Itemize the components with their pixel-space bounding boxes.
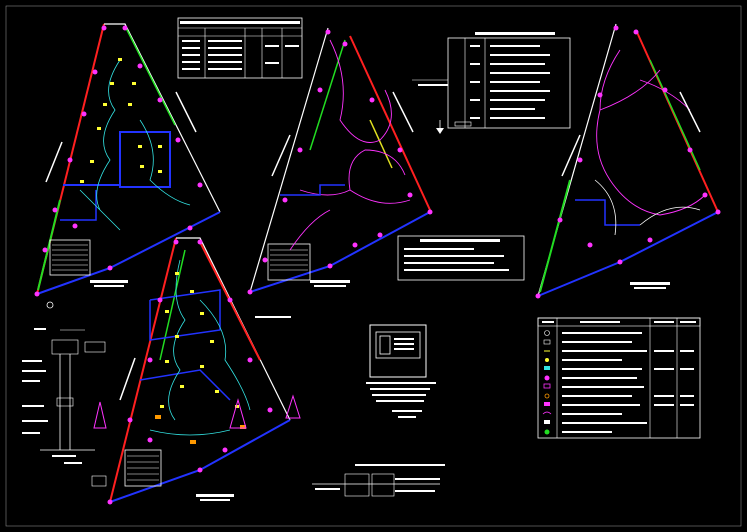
plan3-green-wall xyxy=(539,179,571,293)
plan1-inner-wall-2 xyxy=(60,190,97,221)
plan4-dim-left xyxy=(119,357,136,401)
notes-box xyxy=(397,235,525,281)
plan4-orange-marks xyxy=(155,415,246,444)
plan1-dim-left xyxy=(45,141,63,183)
plan2-left-wall xyxy=(249,27,329,293)
circuit-table-top-right xyxy=(412,32,571,134)
plan3-fixtures xyxy=(535,25,721,299)
plan4-legend-box xyxy=(91,475,107,487)
floor-plan-2 xyxy=(247,27,433,318)
plan1-north-arrow-icon xyxy=(46,301,54,309)
plan1-stair xyxy=(49,239,91,276)
plan4-stair xyxy=(124,449,162,487)
plan2-stair xyxy=(267,243,311,281)
plan4-fixtures xyxy=(107,239,273,505)
plan1-fixtures xyxy=(34,25,203,297)
plan2-fixtures xyxy=(247,29,433,295)
plan3-inner-wall xyxy=(575,199,640,226)
plan4-title-bar xyxy=(196,494,234,497)
plan1-lamps xyxy=(80,58,162,183)
plan1-title-bar xyxy=(90,280,128,283)
plan4-cyan-circuit xyxy=(149,259,251,436)
plan4-blue-room xyxy=(149,289,221,341)
plan1-room xyxy=(119,131,171,188)
legend-rows xyxy=(562,332,694,433)
symbol-legend-table xyxy=(537,317,701,439)
plan3-title-bar xyxy=(630,282,670,285)
plan4-lamps xyxy=(160,272,239,408)
plan2-dim-left xyxy=(271,134,291,177)
schedule-table-top xyxy=(177,17,303,79)
plan3-inner-curve xyxy=(594,179,617,236)
plan4-detail-triangle xyxy=(229,398,247,429)
plan1-right-wall xyxy=(104,23,221,213)
floor-plan-1 xyxy=(34,23,221,309)
plan2-yellow-wall xyxy=(369,119,393,169)
plan2-label xyxy=(255,316,291,318)
plan3-dim-left xyxy=(561,134,581,177)
plan1-green-wall xyxy=(37,199,61,291)
plan4-blue-room-2 xyxy=(139,369,231,401)
plan3-title-bar-2 xyxy=(634,287,666,289)
plan4-red-wall xyxy=(109,237,177,503)
sheet-border xyxy=(5,5,742,527)
plan4-green-wall xyxy=(159,249,186,361)
panel-symbol-icon xyxy=(379,335,391,355)
title-block-logo xyxy=(366,324,436,418)
plan1-stair-steps xyxy=(52,244,88,271)
plan1-dim-right xyxy=(175,91,197,133)
plan2-title-bar xyxy=(310,280,350,283)
plan2-title-bar-2 xyxy=(314,285,346,287)
plan2-stair-steps xyxy=(270,249,308,271)
plan3-dim-right xyxy=(679,91,701,133)
plan4-stair-steps xyxy=(127,455,159,481)
plan3-white-curve xyxy=(639,206,701,226)
floor-plan-4 xyxy=(91,237,301,505)
fixture-symbol-icon xyxy=(542,330,552,435)
riser-detail xyxy=(22,328,107,464)
plan4-detail-triangle-2 xyxy=(285,394,301,419)
plan1-green-right xyxy=(124,25,176,126)
plan2-magenta-circuit xyxy=(289,39,411,251)
plan2-green-wall xyxy=(309,39,346,151)
plan1-cyan-circuit xyxy=(79,59,191,231)
floor-plan-3 xyxy=(535,23,721,299)
plan2-dim-right xyxy=(392,91,414,133)
single-line-diagram xyxy=(312,464,445,497)
plan4-title-bar-2 xyxy=(200,499,230,501)
plan1-title-bar-2 xyxy=(94,285,124,287)
plan2-inner-wall xyxy=(280,184,345,196)
